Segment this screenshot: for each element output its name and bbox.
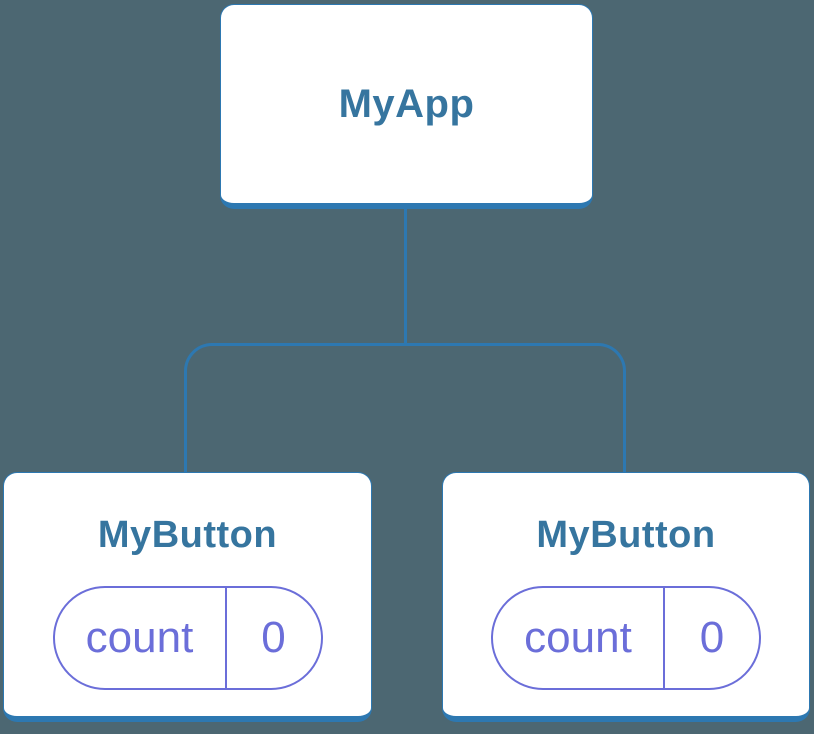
state-pill: count 0 bbox=[52, 586, 323, 690]
state-value: 0 bbox=[261, 613, 286, 662]
connector-trunk-line bbox=[404, 209, 407, 343]
state-name: count bbox=[493, 588, 665, 688]
node-mybutton-right: MyButton count 0 bbox=[442, 472, 810, 722]
connector-branch-bracket bbox=[184, 343, 626, 472]
node-mybutton-right-label: MyButton bbox=[536, 514, 716, 556]
state-value: 0 bbox=[699, 613, 725, 662]
node-mybutton-left-label: MyButton bbox=[97, 514, 278, 556]
node-mybutton-left: MyButton count 0 bbox=[3, 472, 372, 722]
node-myapp-label: MyApp bbox=[338, 81, 475, 126]
state-name: count bbox=[55, 588, 227, 688]
node-myapp: MyApp bbox=[220, 4, 593, 209]
state-pill: count 0 bbox=[491, 586, 761, 690]
